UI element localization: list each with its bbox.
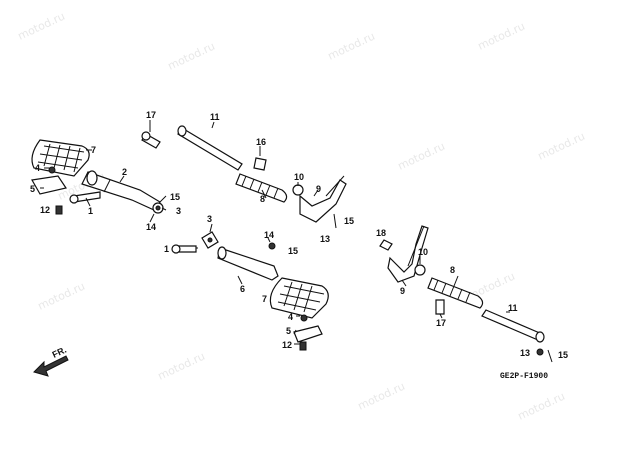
label-17: 17 [436,318,446,328]
bracket-5-center [293,314,323,343]
label-11: 11 [508,303,518,313]
watermark: motod.ru [396,140,447,173]
holder-9-right [387,225,429,283]
cotter-15-upper [333,213,337,229]
bolt-17-right [435,299,445,315]
bolt-18 [379,239,393,251]
watermark-layer: motod.ru motod.ru motod.ru motod.ru moto… [16,10,587,423]
label-14: 14 [146,222,156,232]
label-1: 1 [88,206,93,216]
callout-labels: 7 4 5 12 1 2 15 3 14 17 11 16 8 10 9 15 … [30,110,568,360]
label-12: 12 [40,205,50,215]
watermark: motod.ru [356,380,407,413]
bolt-17-upper [141,131,161,149]
label-17: 17 [146,110,156,120]
leader-lines [40,120,510,345]
bolt-12-upper [55,205,63,215]
label-18: 18 [376,228,386,238]
collar-10-right [414,264,426,276]
label-1: 1 [164,244,169,254]
rubber-peg-upper-left [31,139,90,177]
label-8: 8 [260,194,265,204]
label-14: 14 [264,230,274,240]
bolt-16 [253,157,267,171]
label-16: 16 [256,137,266,147]
washer-13-right [536,348,544,356]
label-6: 6 [240,284,245,294]
holder-9-upper [299,175,347,223]
pivot-pin-1 [69,191,101,204]
label-10: 10 [294,172,304,182]
peg-arm-6 [217,246,279,281]
label-15: 15 [288,246,298,256]
label-7: 7 [91,145,96,155]
watermark: motod.ru [156,350,207,383]
rod-right [481,309,545,343]
label-9: 9 [316,184,321,194]
label-4: 4 [35,163,40,173]
bolt-12-center [299,341,307,351]
label-2: 2 [122,167,127,177]
watermark: motod.ru [36,280,87,313]
label-10: 10 [418,247,428,257]
label-4: 4 [288,312,293,322]
bracket-3-mid [201,231,219,249]
label-13: 13 [520,348,530,358]
label-15: 15 [344,216,354,226]
label-5: 5 [286,326,291,336]
front-direction-arrow: FR. [33,345,69,377]
cotter-15-right [547,349,553,363]
watermark: motod.ru [536,130,587,163]
rod-upper [177,125,243,171]
label-3: 3 [207,214,212,224]
collar-10-upper [292,184,304,196]
label-5: 5 [30,184,35,194]
bolt-mid [171,244,197,254]
peg-arm-2 [81,170,161,211]
label-15: 15 [170,192,180,202]
watermark: motod.ru [516,390,567,423]
label-13: 13 [320,234,330,244]
label-11: 11 [210,112,220,122]
label-3: 3 [176,206,181,216]
watermark: motod.ru [16,10,67,43]
peg-rubber-8-upper [235,173,288,203]
watermark: motod.ru [476,20,527,53]
nut-14-mid [268,242,276,250]
label-12: 12 [282,340,292,350]
diagram-code: GE2P-F1900 [500,372,548,381]
watermark: motod.ru [326,30,377,63]
label-8: 8 [450,265,455,275]
peg-rubber-8-right [427,277,484,309]
rubber-peg-center [269,277,329,319]
watermark: motod.ru [166,40,217,73]
bracket-upper-left [31,166,67,195]
label-7: 7 [262,294,267,304]
washer-upper-left [152,202,164,214]
label-9: 9 [400,286,405,296]
label-15: 15 [558,350,568,360]
